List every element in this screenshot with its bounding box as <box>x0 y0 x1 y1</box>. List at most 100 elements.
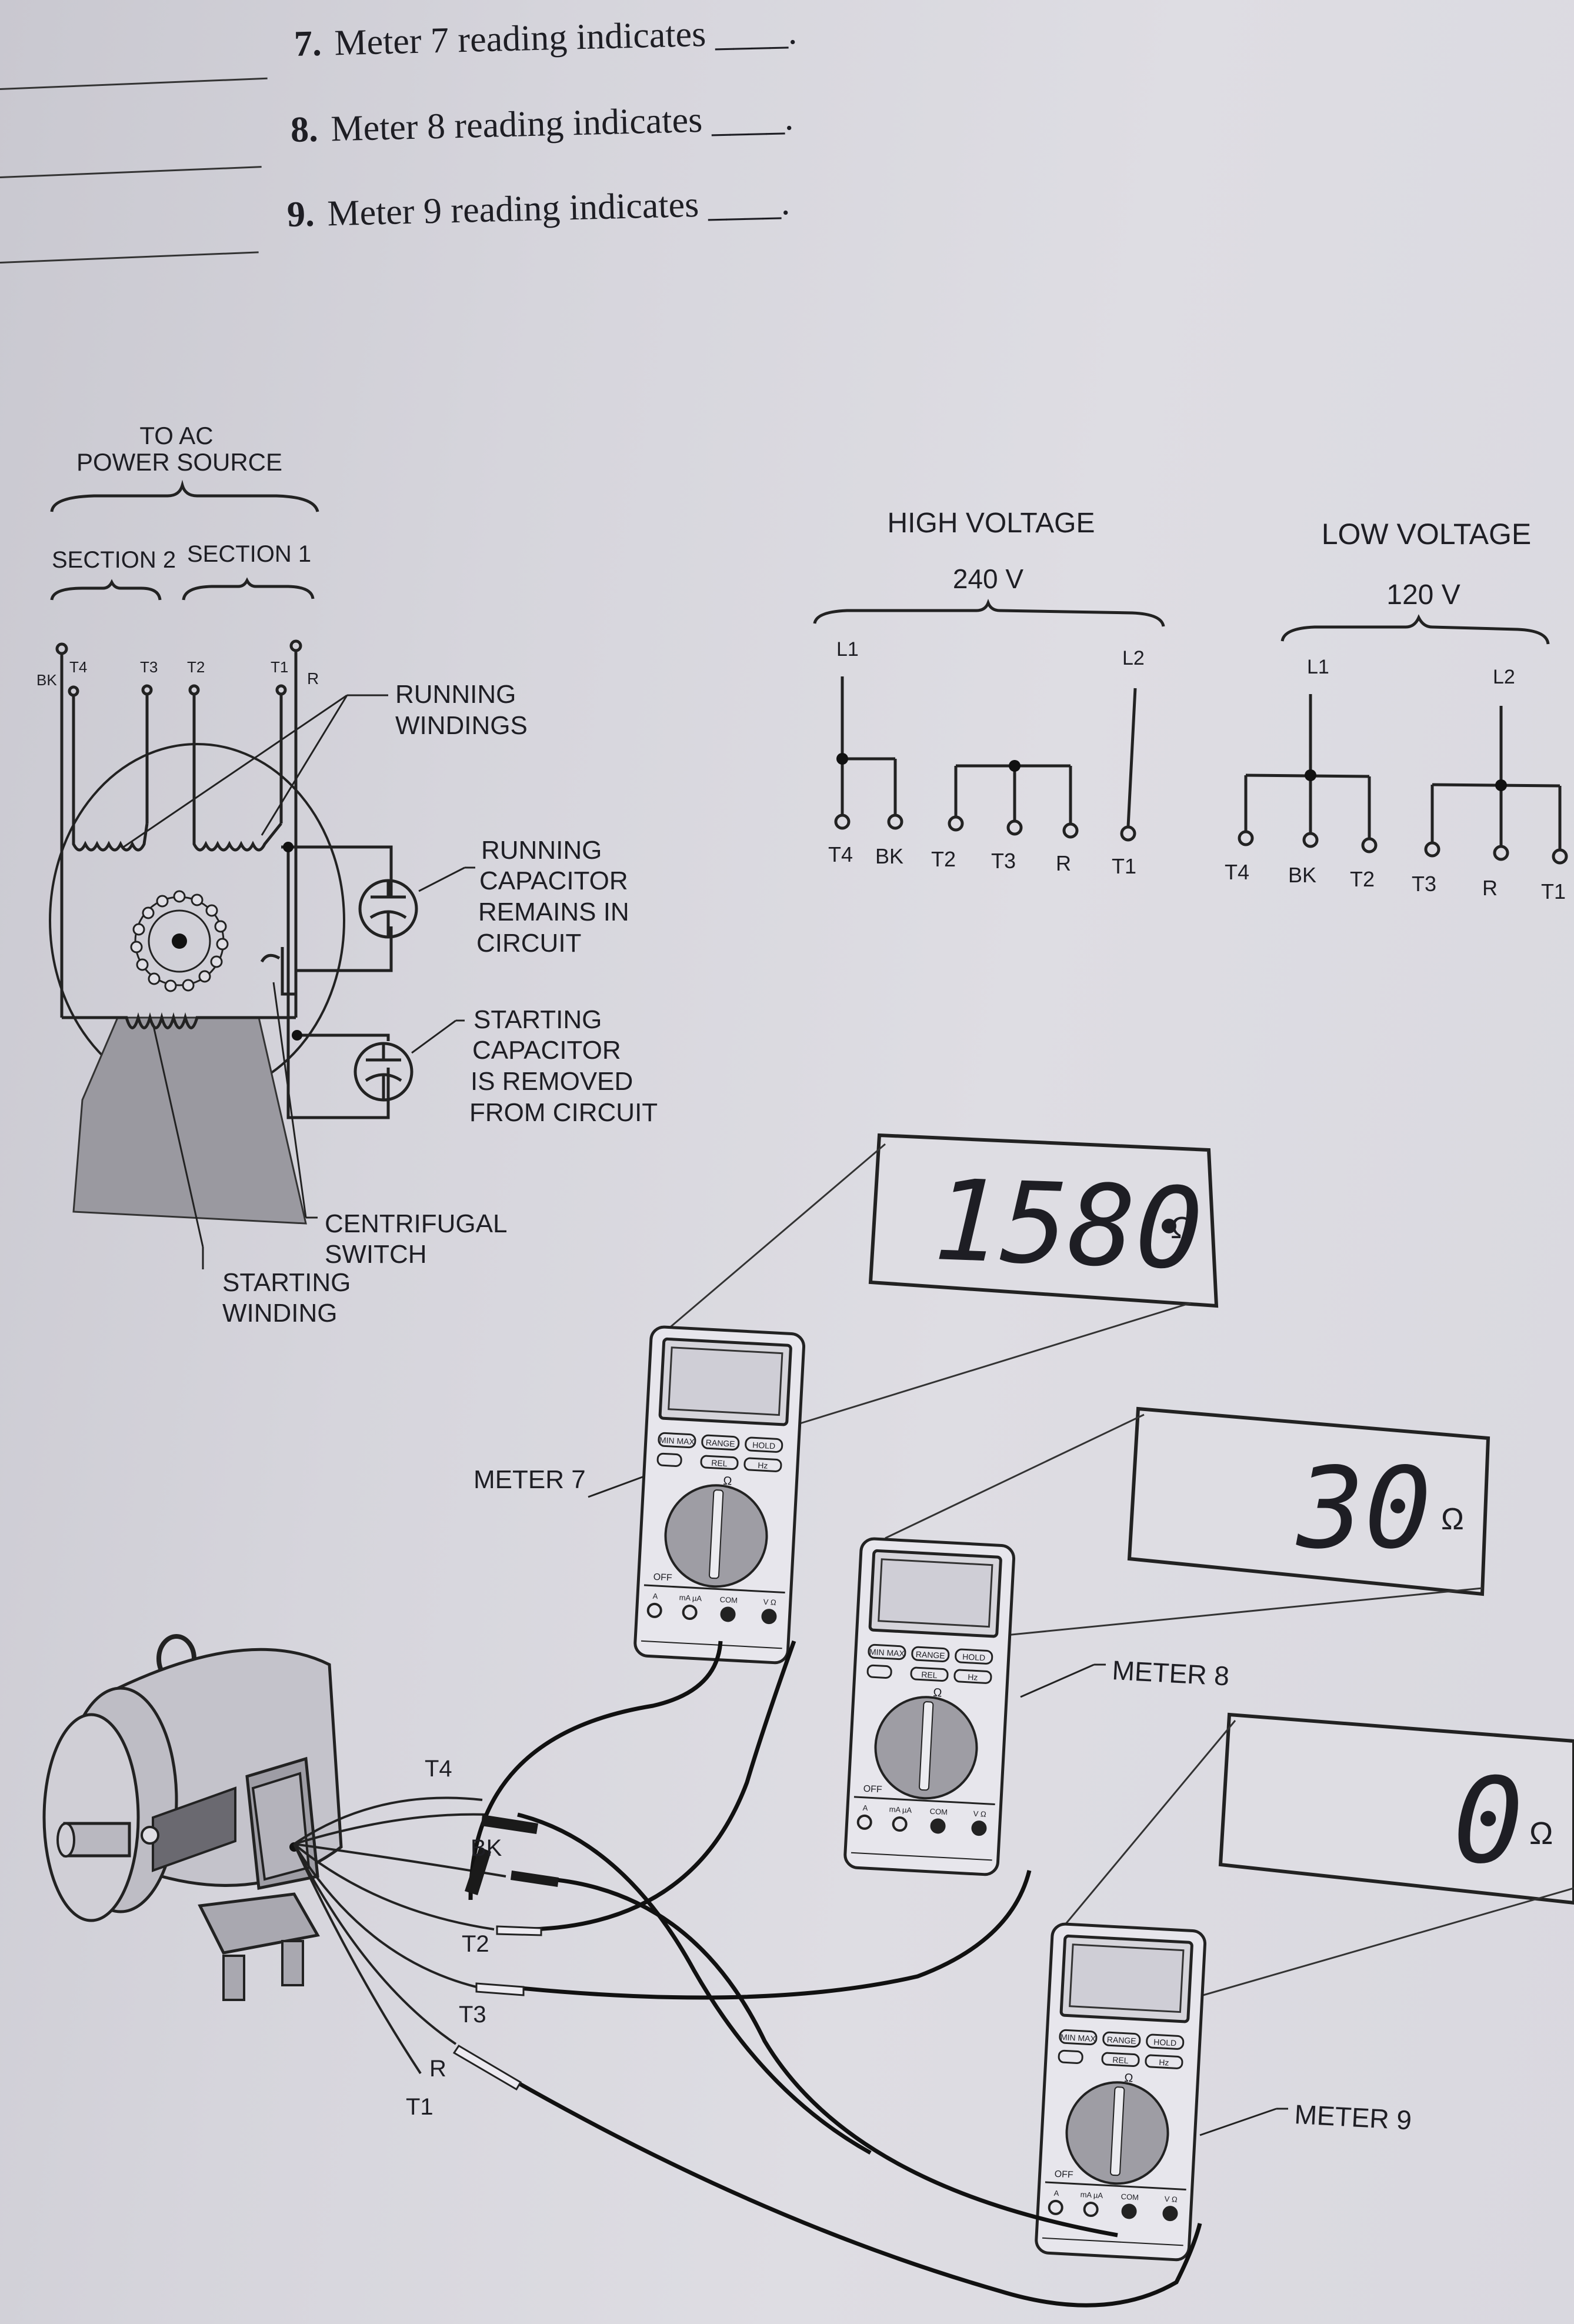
hold-button[interactable]: HOLD <box>752 1440 776 1451</box>
high-terminal-t1: T1 <box>1112 854 1136 878</box>
jack-a: A <box>862 1803 868 1812</box>
meter-7-reading: 1580 <box>931 1155 1205 1295</box>
lead-label-t2: T2 <box>462 1931 489 1957</box>
terminal-label-r: R <box>307 669 319 688</box>
section-2-label: SECTION 2 <box>52 547 176 573</box>
lead-label-r: R <box>429 2056 446 2082</box>
low-terminal-t4: T4 <box>1225 860 1249 884</box>
min-max-button[interactable]: MIN MAX <box>659 1435 695 1446</box>
jack-v-ohm: V Ω <box>973 1809 986 1819</box>
running-capacitor-label: RUNNING <box>481 836 602 865</box>
high-terminal-t4: T4 <box>828 842 853 866</box>
terminal-label-t3: T3 <box>140 658 158 676</box>
power-source-label: POWER SOURCE <box>76 448 282 476</box>
meter-9-unit: Ω <box>1529 1816 1553 1851</box>
jack-com: COM <box>1121 2192 1139 2202</box>
starting-winding-label: STARTING <box>222 1268 351 1297</box>
high-l1-label: L1 <box>836 638 859 661</box>
jack-ma: mA µA <box>1080 2190 1103 2200</box>
hold-button[interactable]: HOLD <box>1153 2037 1177 2048</box>
terminal-label-t4: T4 <box>69 658 87 676</box>
rel-button[interactable]: REL <box>1112 2055 1129 2065</box>
lead-label-t1: T1 <box>406 2094 433 2120</box>
starting-capacitor-label: CAPACITOR <box>472 1036 621 1065</box>
high-terminal-r: R <box>1056 851 1071 875</box>
meter-8: MIN MAX RANGE HOLD REL Hz Ω OFF A mA µA … <box>845 1538 1015 1875</box>
motor-schematic: TO AC POWER SOURCE SECTION 2 SECTION 1 B… <box>36 422 658 1328</box>
min-max-button[interactable]: MIN MAX <box>869 1647 905 1658</box>
hold-button[interactable]: HOLD <box>962 1652 986 1662</box>
low-voltage-value: 120 V <box>1386 579 1460 611</box>
lead-label-bk: BK <box>471 1835 502 1861</box>
low-terminal-r: R <box>1482 876 1498 900</box>
terminal-label-t1: T1 <box>271 658 288 676</box>
low-terminal-t3: T3 <box>1412 872 1436 896</box>
off-setting: OFF <box>1054 2169 1073 2180</box>
meter-8-label: METER 8 <box>1111 1655 1230 1691</box>
high-voltage-value: 240 V <box>953 564 1024 594</box>
jack-a: A <box>1053 2189 1059 2198</box>
meter-9-readout: 0 Ω <box>1058 1712 1574 1998</box>
jack-v-ohm: V Ω <box>763 1598 776 1607</box>
hz-button[interactable]: Hz <box>758 1461 768 1471</box>
off-setting: OFF <box>653 1572 672 1583</box>
starting-capacitor-label: STARTING <box>473 1005 602 1034</box>
meter-7-label: METER 7 <box>473 1465 586 1494</box>
rel-button[interactable]: REL <box>921 1670 938 1680</box>
meter-7-readout: 1580 Ω <box>667 1133 1219 1425</box>
ohm-setting: Ω <box>933 1686 942 1700</box>
starting-capacitor-label: FROM CIRCUIT <box>469 1098 658 1127</box>
hz-button[interactable]: Hz <box>968 1672 978 1682</box>
terminal-label-bk: BK <box>36 671 57 689</box>
meter-9-label: METER 9 <box>1293 2099 1412 2135</box>
motor-illustration <box>42 1634 343 2001</box>
ohm-setting: Ω <box>723 1475 732 1488</box>
centrifugal-switch-label: SWITCH <box>325 1240 427 1269</box>
jack-ma: mA µA <box>889 1805 912 1815</box>
jack-ma: mA µA <box>679 1593 702 1603</box>
meter-8-unit: Ω <box>1441 1502 1464 1536</box>
meter-8-reading: 30 <box>1296 1443 1432 1573</box>
min-max-button[interactable]: MIN MAX <box>1061 2032 1096 2043</box>
high-l2-label: L2 <box>1122 647 1145 669</box>
low-l2-label: L2 <box>1493 666 1515 688</box>
lead-label-t4: T4 <box>425 1756 452 1782</box>
meter-9: MIN MAX RANGE HOLD REL Hz Ω OFF A mA µA … <box>1036 1923 1206 2260</box>
range-button[interactable]: RANGE <box>705 1438 735 1449</box>
running-capacitor-label: REMAINS IN <box>478 898 629 926</box>
low-l1-label: L1 <box>1307 656 1329 678</box>
meter-9-reading: 0 <box>1453 1753 1523 1890</box>
terminal-label-t2: T2 <box>187 658 205 676</box>
high-terminal-t2: T2 <box>931 847 956 871</box>
ohm-setting: Ω <box>1124 2072 1133 2085</box>
low-voltage-diagram: LOW VOLTAGE 120 V L1 L2 <box>1225 518 1568 903</box>
running-windings-label: RUNNING <box>395 680 516 709</box>
rel-button[interactable]: REL <box>711 1458 728 1468</box>
hz-button[interactable]: Hz <box>1159 2058 1169 2068</box>
low-terminal-t1: T1 <box>1541 879 1566 903</box>
low-terminal-t2: T2 <box>1350 867 1375 891</box>
high-terminal-t3: T3 <box>991 849 1016 873</box>
section-1-label: SECTION 1 <box>187 541 311 567</box>
running-capacitor-label: CIRCUIT <box>476 929 581 958</box>
running-windings-label: WINDINGS <box>395 711 528 740</box>
jack-a: A <box>652 1592 658 1601</box>
low-voltage-title: LOW VOLTAGE <box>1322 518 1532 551</box>
running-capacitor-label: CAPACITOR <box>479 866 628 895</box>
range-button[interactable]: RANGE <box>915 1649 945 1661</box>
off-setting: OFF <box>863 1784 882 1795</box>
jack-com: COM <box>929 1807 948 1817</box>
jack-v-ohm: V Ω <box>1164 2195 1178 2204</box>
starting-winding-label: WINDING <box>222 1299 338 1328</box>
low-terminal-bk: BK <box>1288 863 1316 887</box>
power-source-label: TO AC <box>139 422 213 449</box>
meter-7: MIN MAX RANGE HOLD REL Hz Ω OFF A mA µA … <box>635 1326 805 1663</box>
starting-capacitor-symbol <box>354 1042 413 1102</box>
running-capacitor-symbol <box>358 879 418 939</box>
starting-capacitor-label: IS REMOVED <box>471 1067 633 1096</box>
high-voltage-diagram: HIGH VOLTAGE 240 V L1 L2 <box>813 508 1165 878</box>
meter-8-readout: 30 Ω <box>885 1406 1490 1636</box>
range-button[interactable]: RANGE <box>1106 2035 1136 2046</box>
